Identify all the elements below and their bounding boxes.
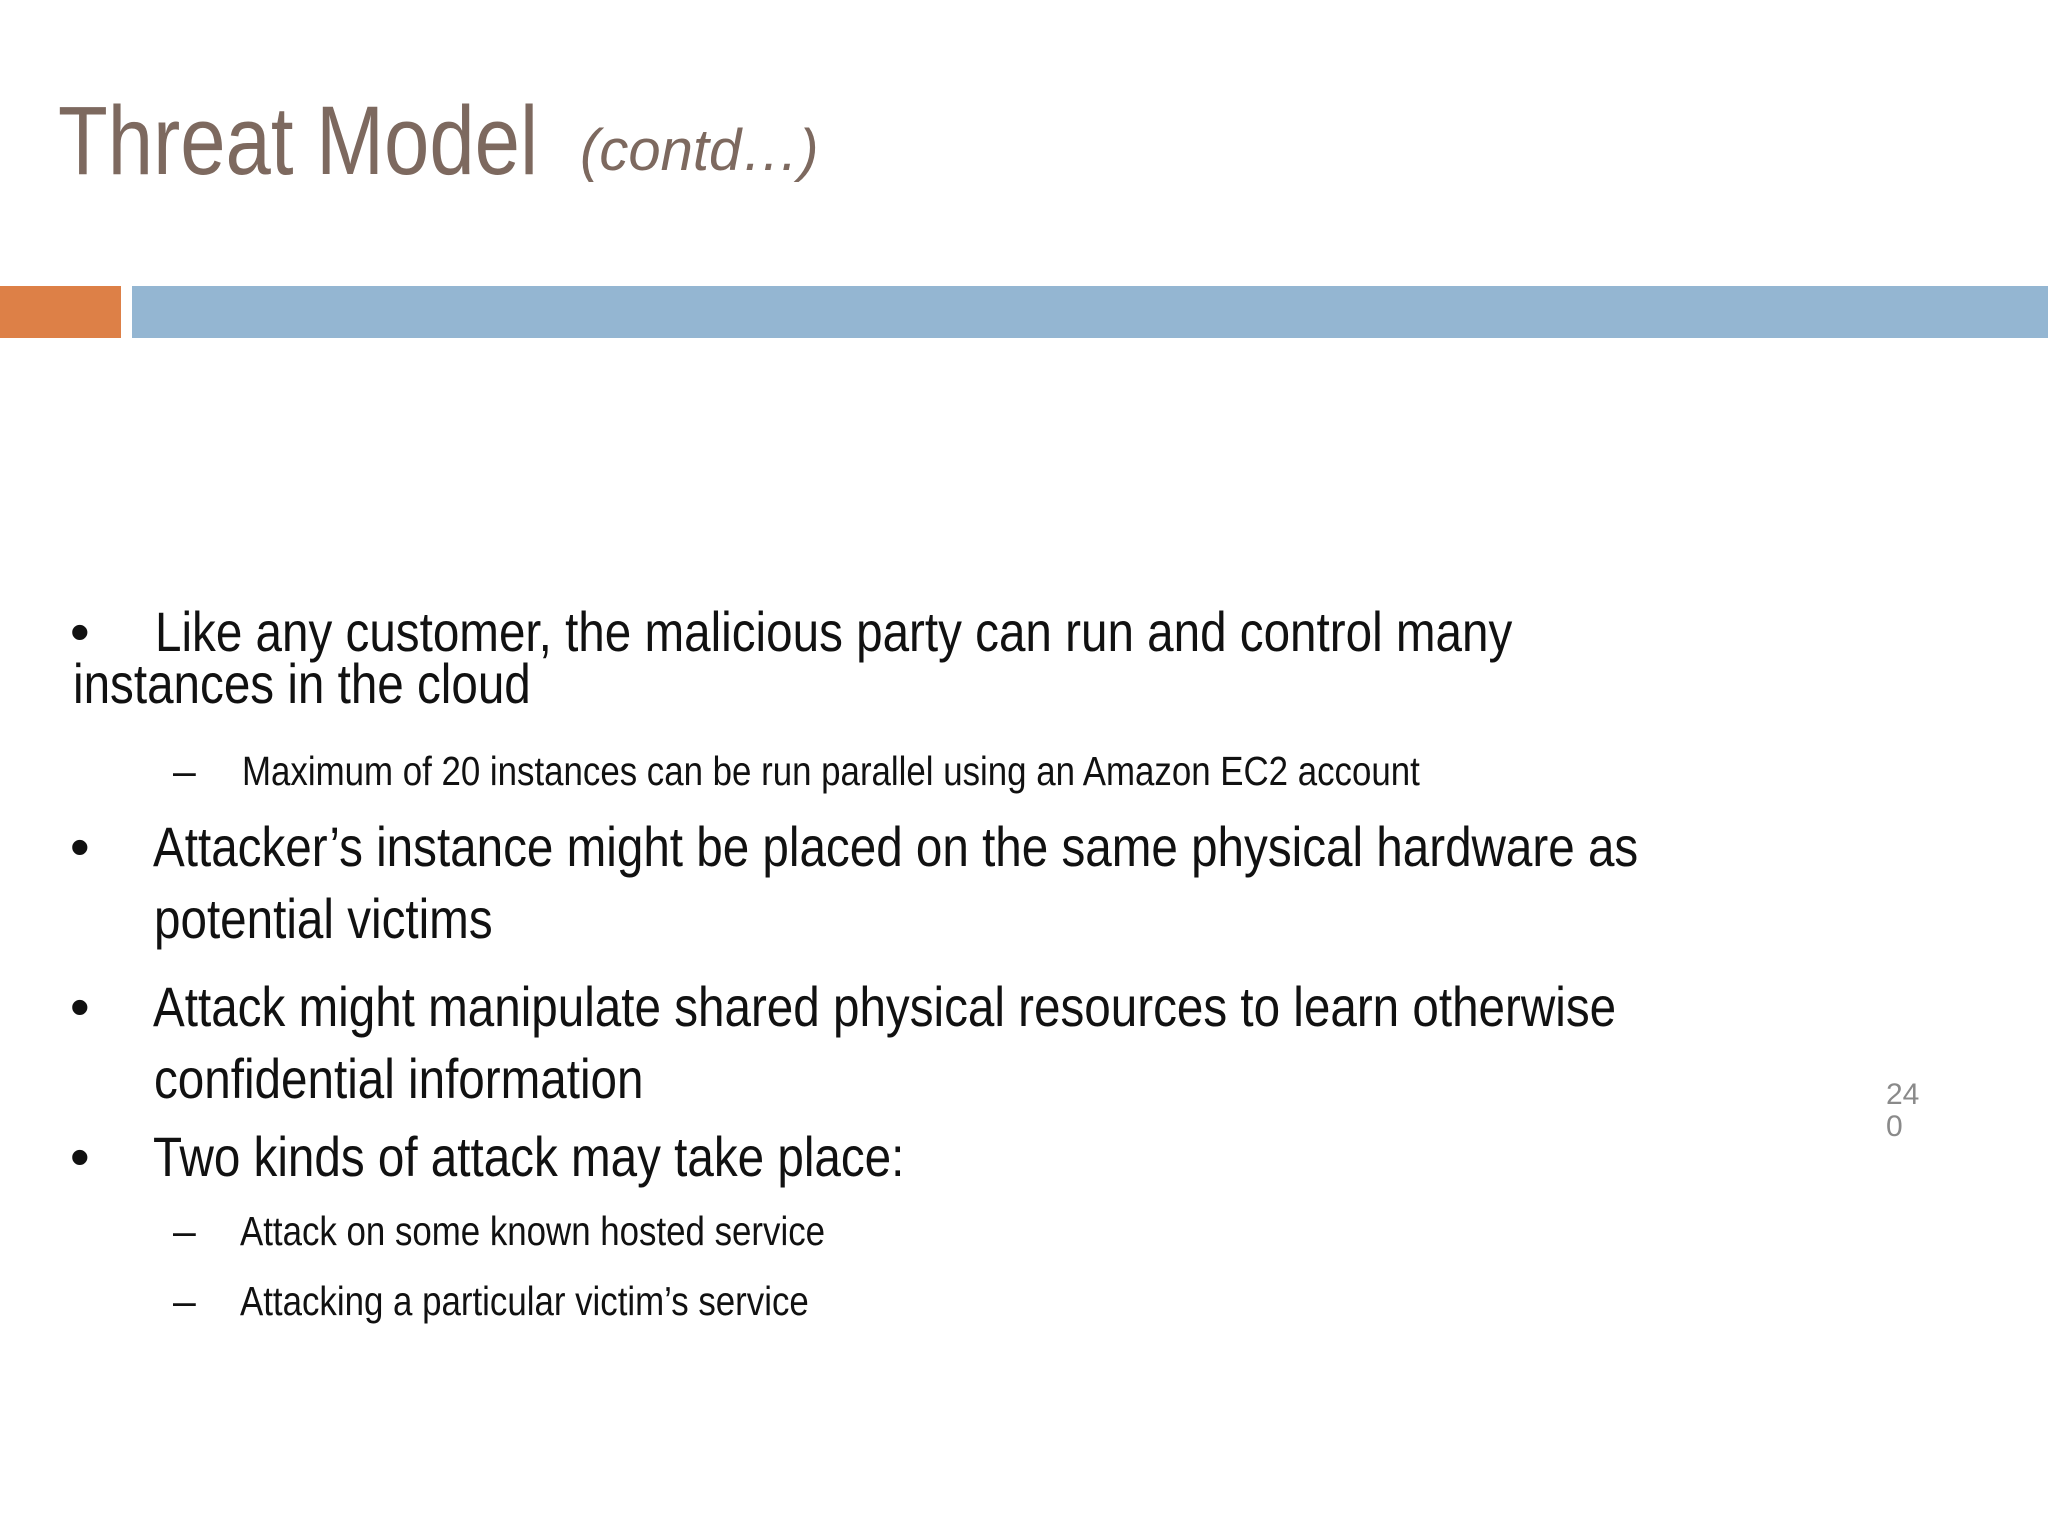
- slide-title: Threat Model: [58, 86, 539, 195]
- accent-bar-orange: [0, 286, 121, 338]
- bullet-text: Like any customer, the malicious party c…: [155, 600, 1513, 663]
- bullet-marker: •: [70, 1125, 90, 1188]
- sub-bullet-text: Attack on some known hosted service: [240, 1208, 825, 1254]
- bullet-text: Two kinds of attack may take place:: [153, 1125, 905, 1188]
- sub-bullet-marker: –: [173, 1208, 196, 1254]
- sub-bullet-text: Maximum of 20 instances can be run paral…: [242, 748, 1420, 794]
- bullet-marker: •: [70, 975, 90, 1038]
- bullet-marker: •: [70, 815, 90, 878]
- accent-bar-blue: [132, 286, 2048, 338]
- bullet-text: Attack might manipulate shared physical …: [153, 975, 1617, 1038]
- bullet-text: Attacker’s instance might be placed on t…: [153, 815, 1639, 878]
- sub-bullet-marker: –: [173, 748, 196, 794]
- sub-bullet-text: Attacking a particular victim’s service: [240, 1278, 809, 1324]
- page-number: 240: [1886, 1078, 1920, 1143]
- bullet-text: instances in the cloud: [73, 652, 531, 715]
- bullet-text: confidential information: [154, 1047, 644, 1110]
- slide-title-suffix: (contd…): [580, 118, 819, 183]
- sub-bullet-marker: –: [173, 1278, 196, 1324]
- bullet-marker: •: [70, 600, 90, 663]
- bullet-text: potential victims: [154, 887, 493, 950]
